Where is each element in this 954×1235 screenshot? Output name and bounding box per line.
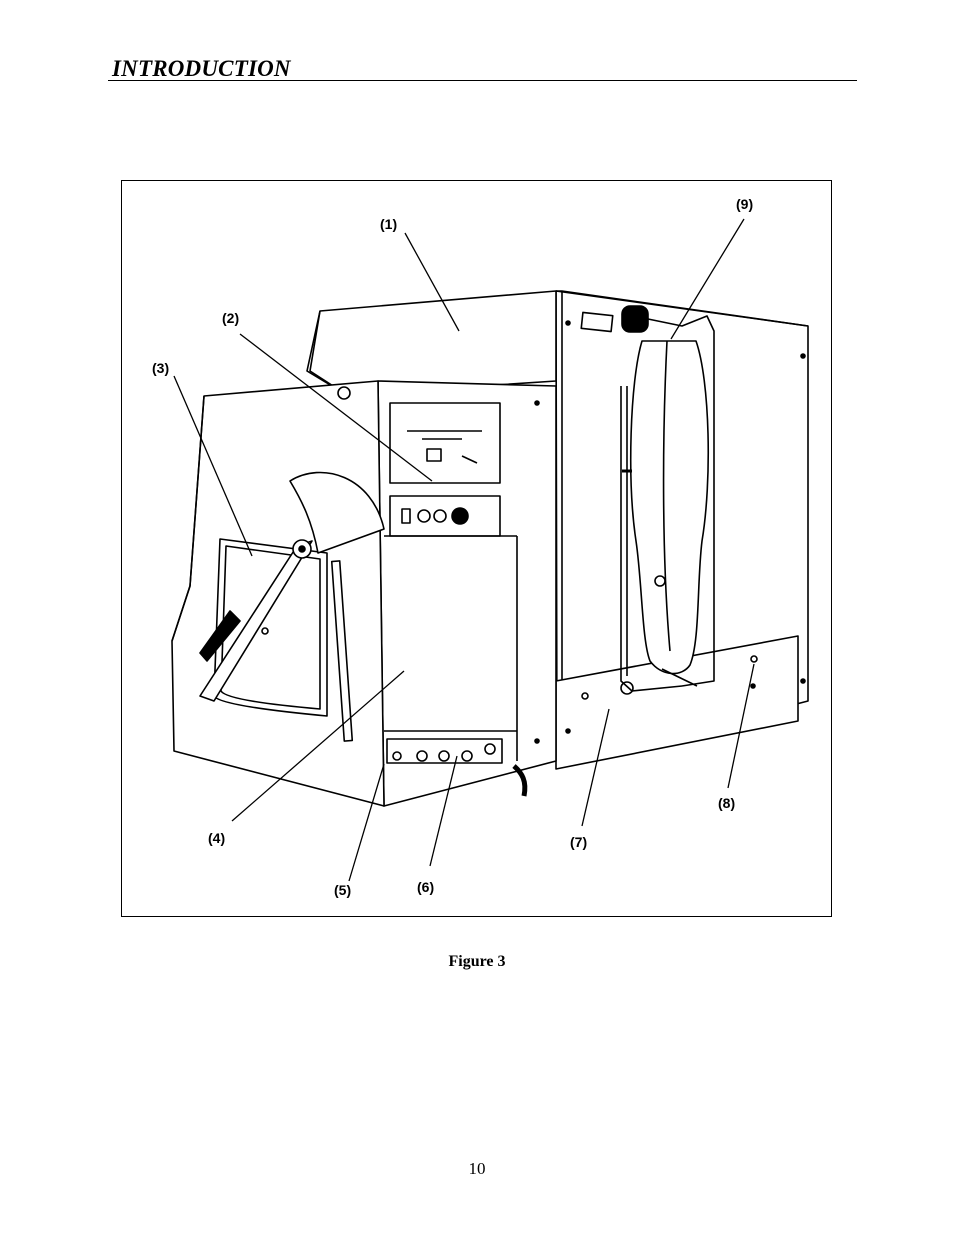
- top-panel: [306, 290, 557, 396]
- equipment-illustration: (1) (2) (3) (4) (5) (6) (7) (8) (9): [152, 196, 809, 898]
- callout-2: (2): [222, 310, 239, 326]
- page-number: 10: [468, 1159, 486, 1178]
- section-title: INTRODUCTION: [112, 56, 291, 81]
- title-rule: [108, 80, 857, 81]
- callout-1: (1): [380, 216, 397, 232]
- callout-4: (4): [208, 830, 225, 846]
- figure-frame: (1) (2) (3) (4) (5) (6) (7) (8) (9): [121, 180, 832, 917]
- leader-lines: [173, 218, 755, 882]
- glassware-assembly: [620, 305, 715, 695]
- callout-7: (7): [570, 834, 587, 850]
- callout-3: (3): [152, 360, 169, 376]
- callout-6: (6): [417, 879, 434, 895]
- door-handle: [199, 471, 385, 702]
- callout-9: (9): [736, 196, 753, 212]
- figure-caption: Figure 3: [448, 953, 506, 970]
- callout-5: (5): [334, 882, 351, 898]
- callout-8: (8): [718, 795, 735, 811]
